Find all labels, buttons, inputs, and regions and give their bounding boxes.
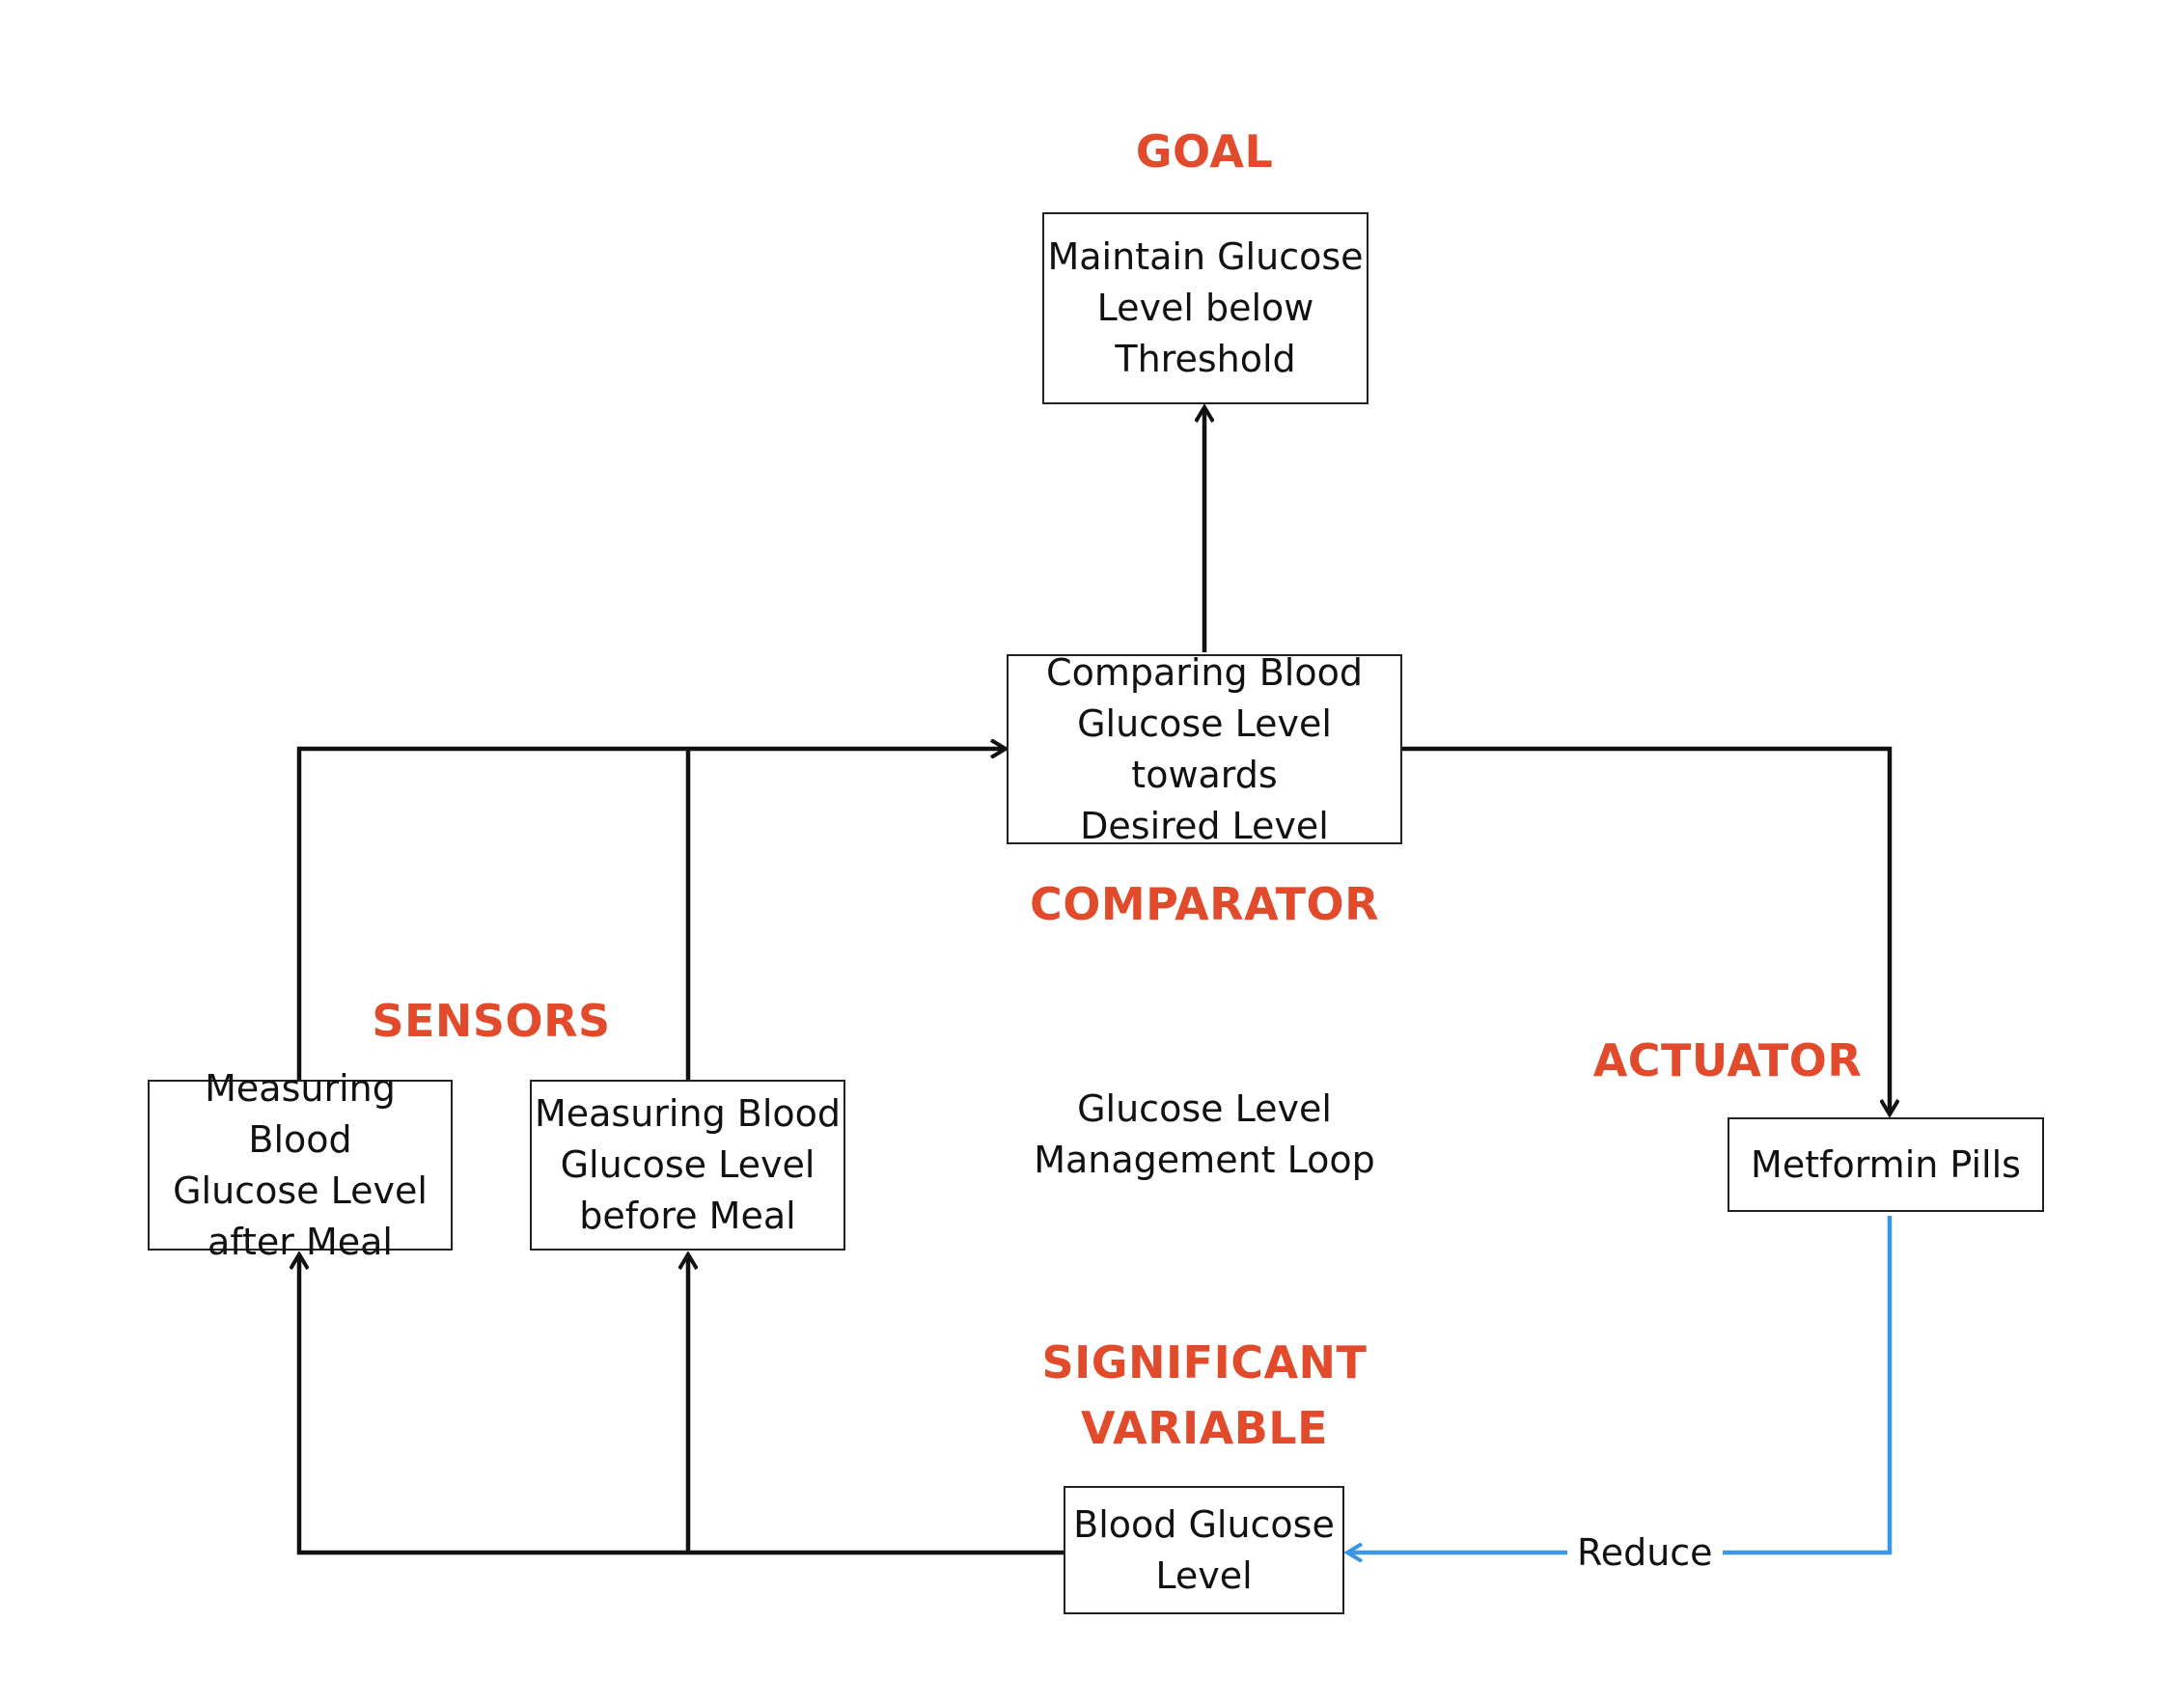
comparator-box: Comparing Blood Glucose Level towards De… (1007, 651, 1402, 847)
role-label-actuator: ACTUATOR (1592, 1034, 1863, 1086)
arrow-sensors-to-comparator (296, 749, 1006, 1080)
role-label-goal: GOAL (1135, 125, 1274, 178)
role-label-sensors: SENSORS (372, 995, 611, 1047)
actuator-box-text: Metformin Pills (1751, 1142, 2021, 1186)
sensor-before-meal-text: Measuring Blood Glucose Level before Mea… (534, 1092, 842, 1237)
sensor-after-meal-text: Measuring Blood Glucose Level after Meal (173, 1066, 428, 1263)
arrow-variable-to-sensor-after (299, 1254, 1064, 1555)
comparator-box-text: Comparing Blood Glucose Level towards De… (1046, 650, 1363, 847)
actuator-box: Metformin Pills (1728, 1117, 2044, 1212)
goal-box-text: Maintain Glucose Level below Threshold (1047, 235, 1364, 380)
significant-variable-box: Blood Glucose Level (1064, 1486, 1344, 1614)
role-label-comparator: COMPARATOR (1029, 878, 1380, 930)
sensor-before-meal-box: Measuring Blood Glucose Level before Mea… (530, 1080, 845, 1251)
significant-variable-text: Blood Glucose Level (1073, 1502, 1335, 1597)
role-label-significant-variable: SIGNIFICANT VARIABLE (1041, 1336, 1368, 1454)
edge-label-reduce: Reduce (1567, 1529, 1723, 1576)
goal-box: Maintain Glucose Level below Threshold (1042, 212, 1368, 404)
arrow-comparator-to-actuator (1402, 746, 1890, 1114)
arrow-actuator-to-variable (1347, 1216, 1893, 1553)
loop-caption: Glucose Level Management Loop (1034, 1087, 1375, 1181)
sensor-after-meal-box: Measuring Blood Glucose Level after Meal (148, 1067, 453, 1263)
